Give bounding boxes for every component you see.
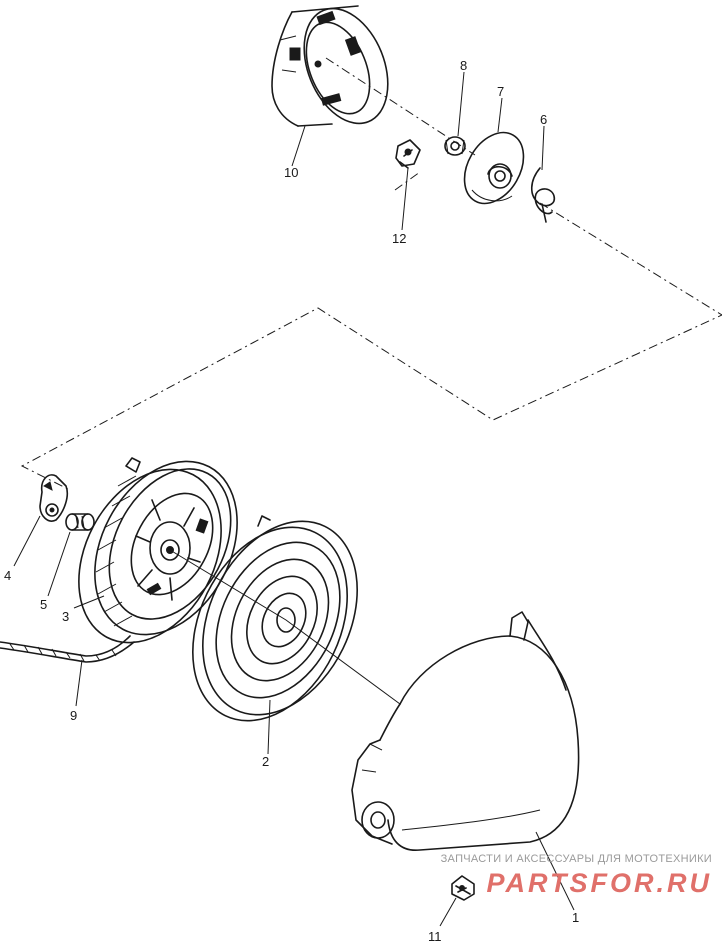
- part-1-starter-housing: [351, 611, 580, 851]
- part-3-rope-reel: [78, 457, 238, 644]
- part-2-recoil-spring: [192, 515, 358, 722]
- part-4-pawl: [39, 474, 69, 522]
- callout-3: 3: [62, 609, 69, 624]
- part-12-bolt: [395, 139, 421, 169]
- callout-7: 7: [497, 84, 504, 99]
- callout-1: 1: [572, 910, 579, 925]
- callout-11: 11: [428, 929, 442, 944]
- callout-8: 8: [460, 58, 467, 73]
- callout-12: 12: [392, 231, 406, 246]
- part-6-spring-clip: [530, 167, 556, 223]
- part-7-drive-plate: [463, 131, 525, 205]
- callout-2: 2: [262, 754, 269, 769]
- callout-9: 9: [70, 708, 77, 723]
- part-10-starter-cup: [271, 5, 389, 127]
- callout-4: 4: [4, 568, 11, 583]
- callout-6: 6: [540, 112, 547, 127]
- part-5-bushing: [65, 513, 95, 531]
- callout-10: 10: [284, 165, 298, 180]
- lower-axis-line: [169, 549, 401, 705]
- callout-5: 5: [40, 597, 47, 612]
- callout-labels: 1 2 3 4 5 6 7 8 9 10 11 12: [4, 58, 579, 944]
- assembly-axis-lines: [20, 57, 722, 491]
- watermark-brand: PARTSFOR.RU: [486, 868, 712, 898]
- part-8-nut: [444, 136, 466, 156]
- leader-lines: [13, 71, 575, 927]
- watermark: ЗАПЧАСТИ И АКСЕССУАРЫ ДЛЯ МОТОТЕХНИКИ PA…: [441, 853, 712, 898]
- watermark-tagline: ЗАПЧАСТИ И АКСЕССУАРЫ ДЛЯ МОТОТЕХНИКИ: [441, 853, 712, 865]
- part-9-starter-rope: [0, 635, 135, 663]
- part-11-bolt: [451, 875, 475, 901]
